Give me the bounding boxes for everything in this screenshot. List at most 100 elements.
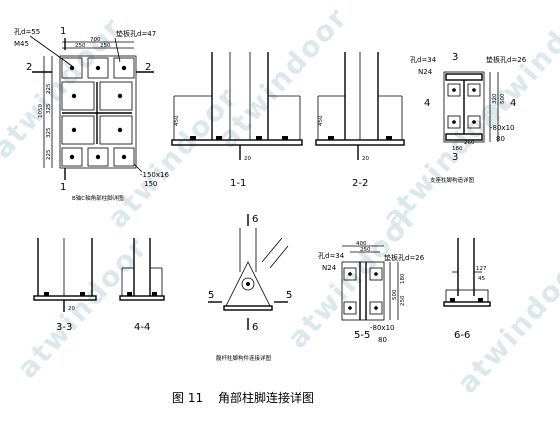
plate-note: -150x16: [140, 171, 169, 179]
washer-plate: [61, 57, 83, 79]
washer-plate: [99, 81, 133, 111]
nut: [190, 136, 196, 140]
leader-line: [133, 163, 143, 173]
anchor-bolt: [472, 120, 476, 124]
section-label: 2-2: [352, 178, 368, 189]
base-plate: [59, 55, 137, 169]
dim-b: 45: [478, 276, 485, 282]
section-label: 5-5: [354, 330, 370, 341]
base-plate: [443, 301, 491, 307]
anchor-bolt: [374, 306, 378, 310]
washer-plate: [87, 57, 109, 79]
dim-a: 127: [476, 266, 487, 272]
dim-top-total: 700: [90, 37, 101, 43]
label-hole-d55: 孔d=55: [14, 28, 40, 36]
nut: [450, 298, 455, 302]
cut-mark-left: 2: [26, 62, 32, 73]
nut: [282, 136, 288, 140]
cut-mark-top: 3: [452, 52, 458, 63]
nut: [256, 136, 262, 140]
dim-bottom: 20: [362, 156, 369, 162]
section-label: 6-6: [454, 330, 470, 341]
nut: [80, 292, 85, 296]
figure-caption: 图 11 角部柱脚连接详图: [172, 390, 314, 405]
label-n24: N24: [322, 264, 337, 272]
label-hole-d34: 孔d=34: [318, 252, 345, 260]
cut-mark-bottom: 6: [252, 322, 258, 333]
dim-top: 400: [356, 241, 367, 247]
section-2-2: 20 450 2-2: [315, 52, 405, 189]
anchor-bolt: [121, 65, 127, 71]
section-6-6: 127 45 6-6: [443, 238, 491, 341]
washer-plate: [369, 301, 383, 315]
anchor-bolt: [374, 272, 378, 276]
column-flange: [445, 73, 483, 81]
dim-left-total: 1050: [38, 104, 44, 118]
base-plate: [119, 295, 165, 301]
base-plate: [223, 305, 273, 311]
cut-mark-right: 4: [510, 98, 516, 109]
label-hole-d34: 孔d=34: [410, 56, 437, 64]
label-washer-hole-26: 垫板孔d=26: [486, 55, 527, 64]
dim-a: 320: [492, 93, 498, 104]
washer-plate: [447, 83, 461, 97]
watermark-text: atwindoor: [451, 245, 560, 399]
base-plate: [171, 139, 303, 146]
cut-mark-top: 6: [252, 214, 258, 225]
label-m45: M45: [14, 40, 29, 48]
dim-left-a: 225: [46, 83, 52, 94]
washer-plate: [113, 57, 135, 79]
section-label: 4-4: [134, 322, 150, 333]
detail-5-5: 孔d=34 N24 垫板孔d=26 400 250 500 180 250 -8…: [318, 241, 425, 344]
dim-left-d: 225: [46, 149, 52, 160]
anchor-bolt: [117, 127, 123, 133]
label-n24: N24: [418, 68, 433, 76]
nut: [152, 292, 157, 296]
section-3-3: 20 3-3: [33, 238, 97, 333]
gusset-detail: 6 6 5 5 腹杆柱脚构件连接详图: [208, 214, 292, 362]
diagonal-member: [261, 237, 283, 263]
anchor-bolt: [95, 65, 101, 71]
cut-mark-bottom: 1: [60, 182, 66, 193]
dim-top-b: 250: [100, 43, 111, 49]
cut-mark-left: 4: [424, 98, 430, 109]
pin: [246, 282, 250, 286]
dim-side-c: 250: [400, 295, 406, 306]
watermark-text: atwindoor: [11, 230, 155, 384]
dim-side: 450: [318, 115, 324, 126]
section-label: 3-3: [56, 322, 72, 333]
dim-b: 500: [500, 93, 506, 104]
cut-mark-top: 1: [60, 26, 66, 37]
washer-plate: [61, 81, 95, 111]
anchor-bolt: [69, 65, 75, 71]
plate-note-b: 80: [496, 135, 505, 143]
washer-plate: [467, 115, 481, 129]
section-label: 1-1: [230, 178, 246, 189]
anchor-bolt: [452, 120, 456, 124]
base-plate: [443, 71, 485, 143]
section-4-4: 4-4: [119, 238, 165, 333]
base-plate: [33, 295, 97, 301]
anchor-bolt: [71, 93, 77, 99]
dim-side-b: 180: [400, 273, 406, 284]
plate-note-b: 150: [144, 180, 157, 188]
anchor-bolt: [117, 93, 123, 99]
cut-mark-bottom: 3: [452, 152, 458, 163]
washer-plate: [113, 147, 135, 167]
base-plate: [315, 139, 405, 146]
plan-view: 孔d=55 M45 垫板孔d=47 1 1 2 2 700 250 250 10…: [14, 26, 169, 202]
nut: [44, 292, 49, 296]
nut: [328, 136, 334, 140]
anchor-bolt: [95, 154, 101, 160]
watermark-text: atwindoor: [211, 0, 355, 154]
nut: [127, 292, 132, 296]
anchor-bolt: [121, 154, 127, 160]
nut: [386, 136, 392, 140]
nut: [216, 136, 222, 140]
pin-hole: [241, 277, 255, 291]
dim-bottom: 20: [68, 306, 75, 312]
washer-plate: [467, 83, 481, 97]
base-plate: [341, 261, 385, 321]
anchor-bolt: [348, 272, 352, 276]
